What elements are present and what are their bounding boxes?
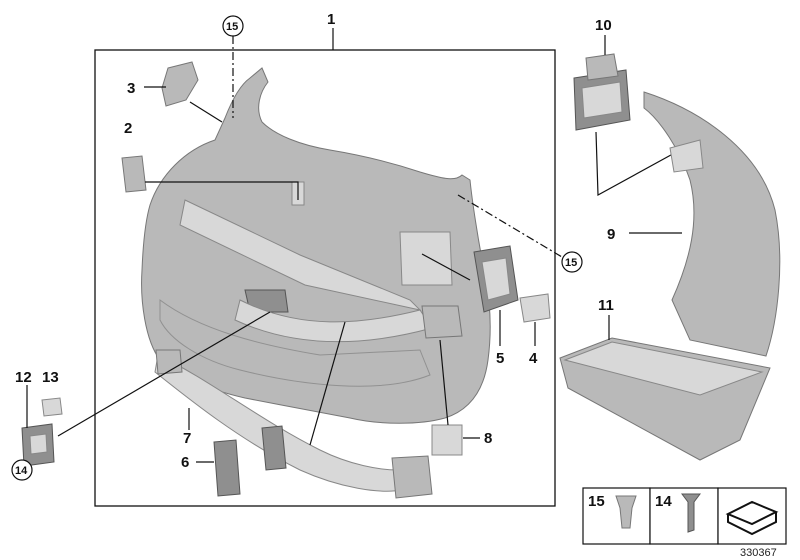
label-2: 2: [124, 120, 132, 137]
leader-10-9: [595, 131, 681, 196]
clip-icon: [615, 495, 637, 529]
callout-14-circle: [11, 459, 33, 481]
legend-label-14: 14: [655, 493, 672, 510]
callout-15-right-circle: [561, 251, 583, 273]
part-5-housing: [473, 245, 519, 313]
part-13-pad: [41, 397, 63, 417]
part-4-clip: [519, 293, 551, 323]
leader-8b: [439, 339, 449, 426]
leader-14-panel: [57, 311, 271, 437]
leader-2: [145, 181, 299, 200]
label-12: 12: [15, 369, 32, 386]
label-3: 3: [127, 80, 135, 97]
label-14: 14: [15, 465, 28, 477]
part-8-clip: [431, 424, 463, 456]
label-10: 10: [595, 17, 612, 34]
assembly-frame: [94, 49, 556, 507]
document-number: 330367: [740, 547, 777, 559]
label-15-right: 15: [565, 257, 577, 269]
label-8: 8: [484, 430, 492, 447]
tie-down-strap: [234, 299, 463, 343]
label-7: 7: [183, 430, 191, 447]
part-11-floor-cover: [559, 337, 771, 461]
label-1: 1: [327, 11, 335, 28]
part-7-strap: [154, 349, 433, 499]
legend-label-15: 15: [588, 493, 605, 510]
label-6: 6: [181, 454, 189, 471]
legend-box-14: 14: [649, 487, 719, 545]
label-15-top: 15: [226, 21, 238, 33]
label-11: 11: [598, 297, 614, 314]
part-12-opening: [29, 433, 48, 455]
part-10-handle: [573, 53, 631, 131]
leader-15-right: [457, 194, 563, 258]
label-9: 9: [607, 226, 615, 243]
part-2-cover: [121, 155, 147, 193]
part-3-cap: [161, 61, 199, 107]
screw-icon: [681, 493, 701, 533]
label-4: 4: [529, 350, 538, 367]
legend-box-packing: [717, 487, 787, 545]
part-6-bracket-right: [261, 425, 287, 471]
leader-7-panel: [309, 321, 346, 446]
packaging-icon: [725, 500, 779, 536]
label-13: 13: [42, 369, 59, 386]
legend-box-15: 15: [582, 487, 651, 545]
part-9-panel: [643, 91, 781, 357]
leader-panel-window: [421, 253, 471, 281]
leader-3b: [189, 101, 223, 123]
part-6-bracket-left: [213, 439, 241, 497]
trunk-side-trim-panel: [141, 67, 491, 424]
label-5: 5: [496, 350, 504, 367]
